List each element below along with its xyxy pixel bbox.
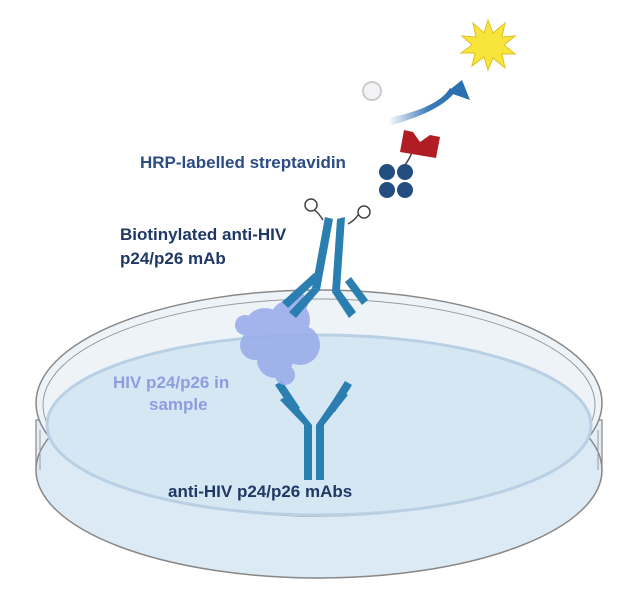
label-biotinylated-antibody-line1: Biotinylated anti-HIV bbox=[120, 225, 287, 244]
hrp-enzyme-icon bbox=[400, 130, 440, 158]
label-antigen-line1: HIV p24/p26 in bbox=[113, 373, 229, 392]
signal-star-icon bbox=[459, 18, 517, 72]
label-capture-antibody: anti-HIV p24/p26 mAbs bbox=[168, 482, 352, 501]
substrate-icon bbox=[362, 81, 382, 101]
label-biotinylated-antibody-line2: p24/p26 mAb bbox=[120, 249, 226, 268]
biotinylated-antibody bbox=[282, 217, 368, 318]
capture-antibody bbox=[275, 381, 352, 480]
signal-arrow-icon bbox=[388, 80, 470, 126]
label-hrp-streptavidin: HRP-labelled streptavidin bbox=[140, 153, 346, 172]
biotin-icon bbox=[304, 198, 371, 225]
label-antigen-line2: sample bbox=[149, 395, 208, 414]
streptavidin-icon bbox=[379, 151, 413, 198]
